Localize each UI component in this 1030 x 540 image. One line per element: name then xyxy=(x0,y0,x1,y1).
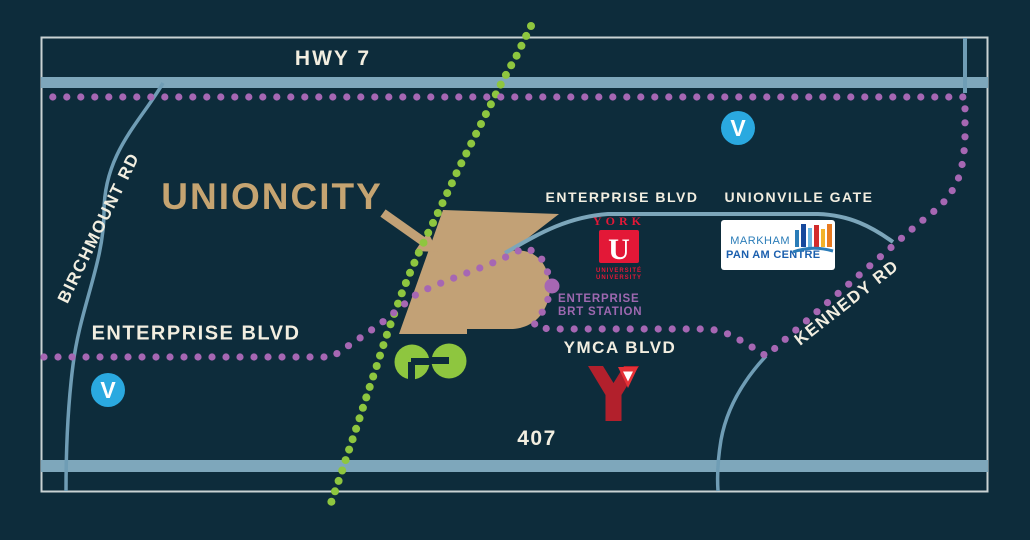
viva-brt-route xyxy=(40,93,969,361)
viva-transit-icon: V xyxy=(91,373,125,407)
york-word: YORK xyxy=(593,214,645,228)
kennedy-road-south xyxy=(715,354,768,492)
hwy7-road xyxy=(41,77,988,88)
york-u: U xyxy=(608,233,630,266)
viva-letter: V xyxy=(730,115,746,141)
panam-wave xyxy=(792,246,834,254)
ymca-icon xyxy=(588,366,639,421)
york-university-logo: YORK U UNIVERSITÉ UNIVERSITY xyxy=(593,214,645,281)
label-ymca-blvd: YMCA BLVD xyxy=(563,338,677,357)
viva-letter: V xyxy=(100,377,116,403)
label-hwy7: HWY 7 xyxy=(294,47,372,70)
markham-panam-centre-logo: MARKHAM PAN AM CENTRE xyxy=(721,220,835,270)
york-sub-en: UNIVERSITY xyxy=(596,275,642,281)
label-enterprise-blvd-left: ENTERPRISE BLVD xyxy=(91,322,301,345)
label-407: 407 xyxy=(517,427,557,450)
brt-station-dot xyxy=(544,278,560,294)
birchmount-road xyxy=(64,82,165,492)
panam-name: PAN AM CENTRE xyxy=(726,249,820,261)
label-enterprise-brt-station: ENTERPRISE BRT STATION xyxy=(558,293,643,318)
label-unioncity: UNIONCITY xyxy=(161,176,383,217)
panam-building-bars xyxy=(795,224,832,247)
hwy407-road xyxy=(41,460,988,472)
viva-transit-icon: V xyxy=(721,111,755,145)
go-transit-icon xyxy=(394,343,467,381)
panam-city: MARKHAM xyxy=(730,235,790,247)
label-unionville-gate: UNIONVILLE GATE xyxy=(724,189,874,205)
go-rail-route xyxy=(327,22,535,506)
map-frame xyxy=(40,36,989,493)
unioncity-site-polygon xyxy=(399,210,559,334)
enterprise-blvd-road xyxy=(504,212,895,255)
label-enterprise-blvd-top: ENTERPRISE BLVD xyxy=(545,189,699,205)
york-sub-fr: UNIVERSITÉ xyxy=(596,266,642,274)
